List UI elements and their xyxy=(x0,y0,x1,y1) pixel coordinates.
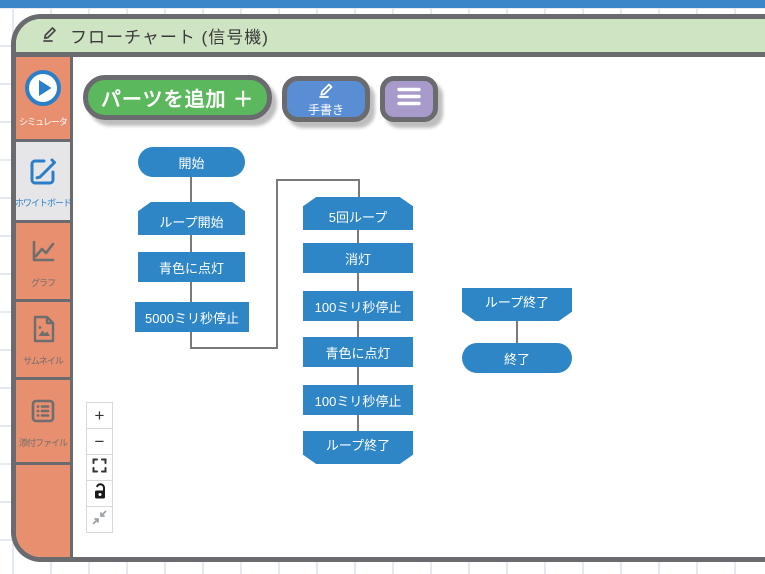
sidebar-item-label: ホワイトボード xyxy=(15,197,72,208)
connector-line xyxy=(190,233,192,253)
sidebar-item-simulator[interactable]: シミュレータ xyxy=(16,57,70,142)
sidebar-item-label: グラフ xyxy=(30,277,56,288)
title-bar: フローチャート (信号機) xyxy=(16,19,765,57)
pencil-icon xyxy=(315,80,337,103)
fit-screen-icon xyxy=(92,458,107,478)
collapse-icon xyxy=(92,510,107,530)
connector-line xyxy=(190,282,192,303)
handwriting-button[interactable]: 手書き xyxy=(282,76,370,122)
play-circle-icon xyxy=(24,69,62,112)
lock-icon xyxy=(93,483,107,504)
edit-square-icon xyxy=(26,154,60,193)
image-file-icon xyxy=(26,312,60,351)
connector-line xyxy=(357,320,359,338)
zoom-in-button[interactable]: + xyxy=(86,402,113,429)
sidebar-item-graph[interactable]: グラフ xyxy=(16,223,70,302)
page-title: フローチャート (信号機) xyxy=(70,28,269,47)
sidebar-item-label: 添付ファイル xyxy=(18,437,68,448)
flow-node-loop-end[interactable]: ループ終了 xyxy=(303,431,413,464)
sidebar-item-label: シミュレータ xyxy=(19,116,68,127)
connector-line xyxy=(357,414,359,432)
flow-node-loop-start[interactable]: ループ開始 xyxy=(138,202,245,235)
flow-node-process[interactable]: 100ミリ秒停止 xyxy=(303,385,413,415)
connector-line xyxy=(190,347,278,349)
flow-node-process[interactable]: 5000ミリ秒停止 xyxy=(135,302,249,332)
collapse-button[interactable] xyxy=(86,506,113,533)
flow-node-process[interactable]: 100ミリ秒停止 xyxy=(303,291,413,321)
sidebar-item-thumbnail[interactable]: サムネイル xyxy=(16,302,70,380)
whiteboard-canvas[interactable]: パーツを追加 ＋ 手書き xyxy=(73,57,765,557)
sidebar-item-whiteboard[interactable]: ホワイトボード xyxy=(15,142,72,223)
browser-top-bar xyxy=(0,0,765,8)
connector-line xyxy=(516,320,518,344)
flow-node-end[interactable]: 終了 xyxy=(462,343,572,373)
flow-node-process[interactable]: 青色に点灯 xyxy=(138,252,245,282)
flow-node-loop-end[interactable]: ループ終了 xyxy=(462,288,572,321)
flow-node-process[interactable]: 消灯 xyxy=(303,243,413,273)
add-parts-label: パーツを追加 ＋ xyxy=(100,89,255,111)
add-parts-button[interactable]: パーツを追加 ＋ xyxy=(83,75,272,120)
hamburger-menu-icon xyxy=(396,86,422,112)
canvas-zoom-controls: + − xyxy=(86,402,113,533)
connector-line xyxy=(357,228,359,244)
connector-line xyxy=(357,272,359,292)
flowchart-app-window: フローチャート (信号機) シミュレータ xyxy=(11,14,765,562)
connector-line xyxy=(190,332,192,349)
sidebar: シミュレータ ホワイトボード グラフ xyxy=(16,57,73,557)
connector-line xyxy=(276,179,360,181)
sidebar-filler xyxy=(16,465,70,557)
connector-line xyxy=(190,177,192,203)
zoom-out-button[interactable]: − xyxy=(86,428,113,455)
connector-line xyxy=(357,366,359,386)
lock-button[interactable] xyxy=(86,480,113,507)
sidebar-item-attachments[interactable]: 添付ファイル xyxy=(16,380,70,465)
connector-line xyxy=(276,179,278,349)
flow-node-process[interactable]: 青色に点灯 xyxy=(303,337,413,367)
connector-line xyxy=(358,179,360,198)
fit-screen-button[interactable] xyxy=(86,454,113,481)
handwriting-label: 手書き xyxy=(307,103,344,117)
menu-button[interactable] xyxy=(380,76,438,122)
sidebar-item-label: サムネイル xyxy=(23,356,64,366)
flow-node-loop-start[interactable]: 5回ループ xyxy=(303,197,413,230)
list-icon xyxy=(26,394,60,433)
line-chart-icon xyxy=(26,234,60,273)
flow-node-start[interactable]: 開始 xyxy=(138,147,245,177)
edit-title-icon[interactable] xyxy=(40,23,60,48)
